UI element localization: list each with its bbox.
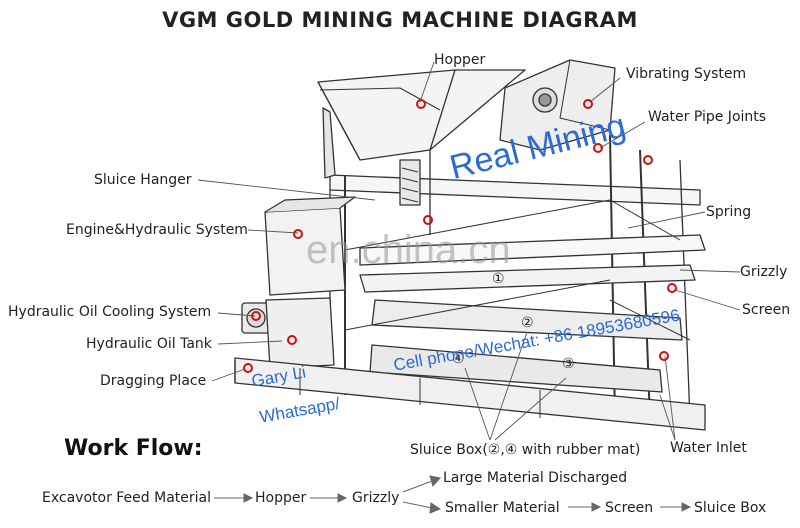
label-sluice-box: Sluice Box(②,④ with rubber mat) (410, 442, 641, 458)
label-spring: Spring (706, 204, 752, 220)
label-screen: Screen (742, 302, 791, 318)
workflow-step-large-material: Large Material Discharged (443, 470, 628, 486)
label-water-pipe-joints: Water Pipe Joints (648, 109, 767, 125)
watermark-site: en.china.cn (306, 228, 511, 272)
marker-3: ③ (562, 356, 575, 372)
marker-1: ① (492, 271, 505, 287)
label-dragging-place: Dragging Place (100, 373, 207, 389)
label-grizzly: Grizzly (740, 264, 788, 280)
workflow-step-smaller-material: Smaller Material (445, 500, 560, 516)
label-sluice-hanger: Sluice Hanger (94, 172, 192, 188)
marker-2: ② (521, 315, 534, 331)
label-hydraulic-oil-tank: Hydraulic Oil Tank (86, 336, 212, 352)
diagram-title: VGM GOLD MINING MACHINE DIAGRAM (162, 8, 638, 32)
workflow-step-grizzly: Grizzly (352, 490, 400, 506)
label-hydraulic-oil-cooling: Hydraulic Oil Cooling System (8, 304, 212, 320)
workflow-step-sluice-box: Sluice Box (694, 500, 767, 516)
marker-4: ④ (452, 351, 465, 367)
workflow-title: Work Flow: (64, 436, 203, 461)
label-engine-hydraulic: Engine&Hydraulic System (66, 222, 248, 238)
label-hopper: Hopper (434, 52, 486, 68)
label-water-inlet: Water Inlet (670, 440, 747, 456)
workflow-step-feed: Excavotor Feed Material (42, 490, 211, 506)
label-vibrating-system: Vibrating System (626, 66, 747, 82)
workflow-step-hopper: Hopper (255, 490, 307, 506)
workflow-step-screen: Screen (605, 500, 654, 516)
